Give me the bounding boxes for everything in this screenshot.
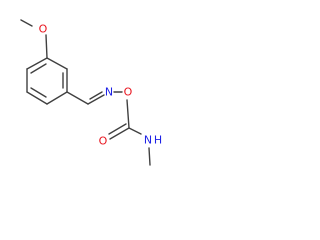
ring-double-bond	[30, 87, 47, 98]
bond-ch-n-double	[89, 91, 103, 100]
ring-bond	[46, 57, 68, 70]
ring-bond	[26, 91, 48, 105]
ring-bond	[26, 57, 48, 70]
bond-o-carbonyl-carbon	[126, 99, 130, 129]
atom-n-oxime: N	[105, 86, 113, 99]
bond-carbon-nitrogen	[128, 127, 142, 135]
bond-nitrogen-methyl	[148, 147, 151, 166]
bond-oxygen-ring	[45, 34, 48, 59]
ring-bond	[46, 91, 68, 105]
bond-ch-n-double	[87, 94, 105, 105]
atom-o-methoxy: O	[39, 23, 48, 36]
atom-n-amide: N	[144, 134, 152, 147]
bond-carbonyl-double	[108, 123, 127, 135]
bond-methyl-oxygen	[20, 19, 33, 27]
ring-double-bond	[30, 63, 47, 74]
bond-carbonyl-double	[109, 127, 130, 140]
molecule-structure-diagram: O N O O N H	[20, 19, 162, 166]
bond-ring-ch	[66, 91, 89, 105]
atom-o-ester: O	[124, 86, 133, 99]
atom-h-amide: H	[154, 134, 162, 147]
atom-o-carbonyl: O	[99, 135, 108, 148]
